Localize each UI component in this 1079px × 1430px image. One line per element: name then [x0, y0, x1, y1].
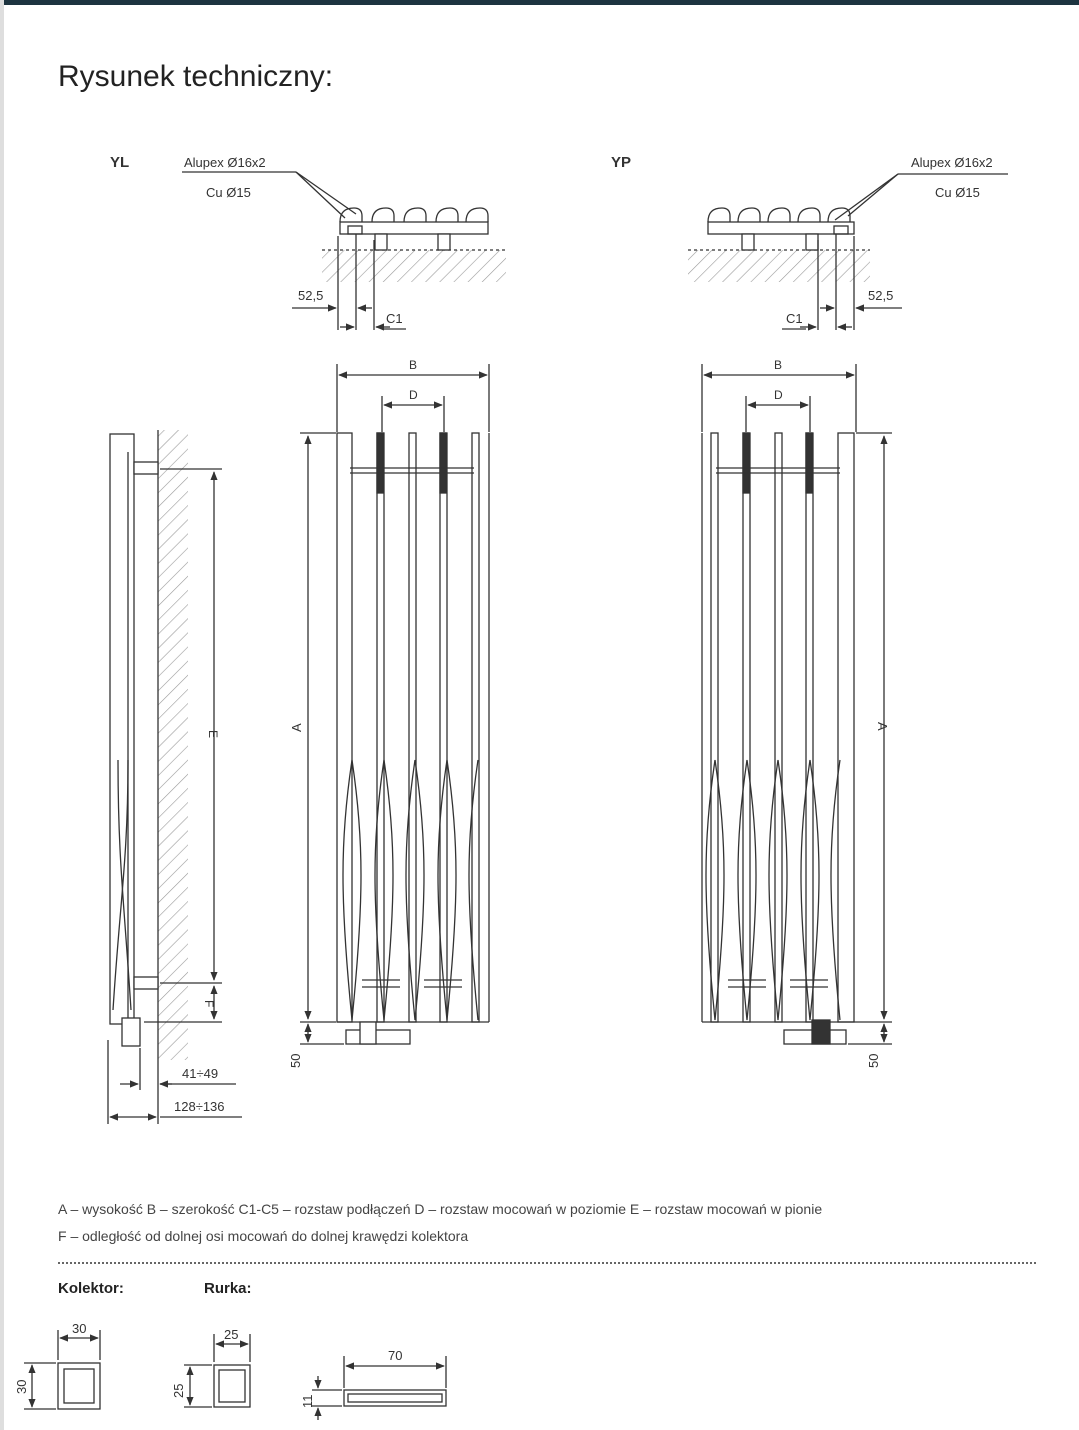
- yp-a-label: A: [875, 722, 890, 731]
- yp-top-view: YP Alupex Ø16x2 Cu Ø15 52,5 C1: [611, 154, 1008, 331]
- page-title: Rysunek techniczny:: [58, 60, 334, 93]
- yl-top-view: YL Alupex Ø16x2 Cu Ø15 52,5 C1: [110, 154, 506, 331]
- yl-offset-value: 52,5: [298, 288, 323, 303]
- yl-front-view: B D A 50: [288, 358, 490, 1068]
- page-left-edge: [0, 0, 4, 1430]
- yp-bottom-offset: 50: [866, 1054, 881, 1068]
- yp-b-label: B: [774, 358, 782, 372]
- yl-b-label: B: [409, 358, 417, 372]
- yl-cu-label: Cu Ø15: [206, 185, 251, 200]
- yp-c1-label: C1: [786, 311, 803, 326]
- side-view: E F 41÷49 128÷136: [107, 430, 242, 1124]
- yl-bottom-offset: 50: [288, 1054, 303, 1068]
- side-depth-min: 41÷49: [182, 1066, 218, 1081]
- side-f-label: F: [202, 1000, 216, 1007]
- rurka-square-width: 25: [224, 1327, 238, 1342]
- top-bar: [0, 0, 1079, 5]
- legend-line-2: F – odległość od dolnej osi mocowań do d…: [58, 1228, 469, 1244]
- kolektor-height: 30: [14, 1380, 29, 1394]
- yl-d-label: D: [409, 388, 418, 402]
- yl-c1-label: C1: [386, 311, 403, 326]
- yp-top-wall: [688, 250, 870, 282]
- kolektor-label: Kolektor:: [58, 1280, 124, 1297]
- rurka-flat-profile: 70 11: [300, 1348, 447, 1420]
- dotted-separator: [58, 1262, 1036, 1264]
- rurka-square-height: 25: [171, 1384, 186, 1398]
- yl-a-label: A: [289, 723, 304, 732]
- side-wall-hatch: [158, 430, 188, 1060]
- yl-top-wall: [322, 250, 506, 282]
- yp-alupex-label: Alupex Ø16x2: [911, 155, 993, 170]
- yl-label: YL: [110, 154, 129, 171]
- yp-cu-label: Cu Ø15: [935, 185, 980, 200]
- rurka-square-profile: 25 25: [171, 1327, 251, 1408]
- kolektor-width: 30: [72, 1321, 86, 1336]
- legend: A – wysokość B – szerokość C1-C5 – rozst…: [58, 1196, 822, 1250]
- rurka-flat-height: 11: [300, 1395, 315, 1409]
- yp-label: YP: [611, 154, 631, 171]
- yp-front-view: B D A 50: [701, 358, 892, 1068]
- yp-offset-value: 52,5: [868, 288, 893, 303]
- rurka-flat-width: 70: [388, 1348, 402, 1363]
- yl-alupex-label: Alupex Ø16x2: [184, 155, 266, 170]
- legend-line-1: A – wysokość B – szerokość C1-C5 – rozst…: [58, 1201, 823, 1217]
- rurka-label: Rurka:: [204, 1280, 252, 1297]
- side-e-label: E: [206, 730, 220, 738]
- side-depth-total: 128÷136: [174, 1099, 225, 1114]
- yp-d-label: D: [774, 388, 783, 402]
- kolektor-profile: 30 30: [14, 1321, 101, 1410]
